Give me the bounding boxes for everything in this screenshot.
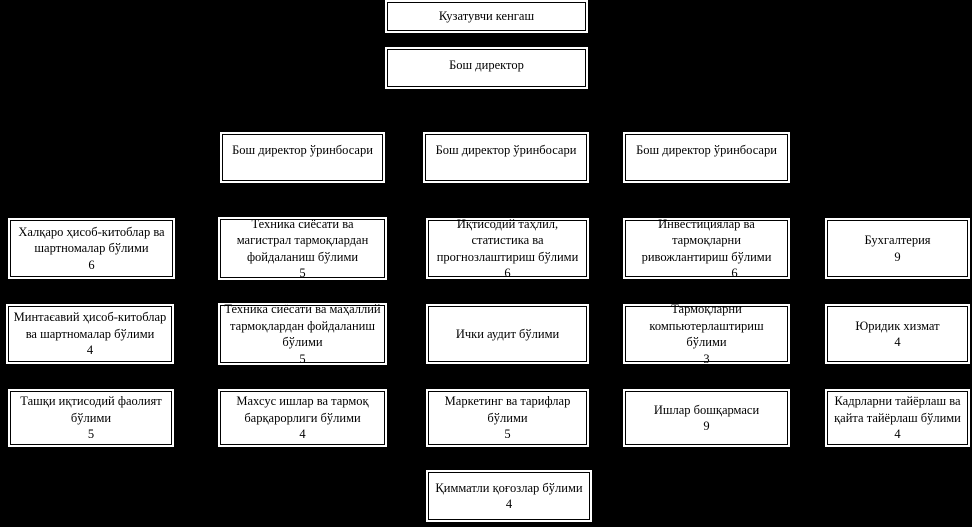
dept-staff-count: 4 [894, 427, 901, 442]
org-box-deputy-director-2: Бош директор ўринбосари [425, 134, 587, 181]
org-box-personnel-training: Кадрларни тайёрлаш ва қайта тайёрлаш бўл… [827, 391, 968, 445]
dept-staff-count: 5 [87, 427, 95, 442]
dept-name: Бухгалтерия [864, 233, 931, 247]
org-box-internal-audit: Ички аудит бўлими [428, 306, 587, 362]
org-box-special-affairs: Махсус ишлар ва тармоқ барқарорлиги бўли… [220, 391, 385, 445]
dept-staff-count: 4 [894, 335, 901, 349]
org-box-tech-policy-trunk: Техника сиёсати ва магистрал тармоқларда… [220, 216, 385, 280]
org-box-supervisory-board: Кузатувчи кенгаш [387, 2, 586, 31]
org-box-accounting: Бухгалтерия 9 [827, 220, 968, 277]
dept-staff-count: 6 [504, 266, 511, 280]
dept-name: Ички аудит бўлими [455, 326, 560, 341]
org-box-label: Бош директор ўринбосари [232, 143, 373, 157]
dept-staff-count: 5 [299, 266, 306, 280]
dept-staff-count: 4 [86, 343, 94, 358]
org-box-general-director: Бош директор [387, 49, 586, 87]
org-box-affairs-administration: Ишлар бошқармаси 9 [625, 391, 788, 445]
dept-name: Ишлар бошқармаси [653, 402, 760, 417]
dept-name: Маркетинг ва тарифлар бўлими [444, 394, 571, 425]
org-box-foreign-economic: Ташқи иқтисодий фаолият бўлими 5 [10, 391, 172, 445]
org-box-regional-settlements: Минтаєавий ҳисоб-китоблар ва шартномалар… [8, 306, 172, 362]
dept-name: Кадрларни тайёрлаш ва қайта тайёрлаш бўл… [834, 394, 961, 425]
org-box-intl-settlements: Халқаро ҳисоб-китоблар ва шартномалар бў… [10, 220, 173, 277]
org-box-deputy-director-3: Бош директор ўринбосари [625, 134, 788, 181]
org-box-econ-analysis: Иқтисодий таҳлил, статистика ва прогнозл… [428, 216, 587, 280]
dept-name: Тармоқларни компьютерлаштириш бўлими [649, 302, 764, 349]
dept-name: Халқаро ҳисоб-китоблар ва шартномалар бў… [18, 224, 165, 256]
dept-name: Инвестициялар ва тармоқларни ривожлантир… [641, 216, 772, 264]
dept-name: Махсус ишлар ва тармоқ барқарорлиги бўли… [236, 394, 369, 425]
dept-staff-count: 6 [88, 257, 95, 272]
org-box-label: Бош директор ўринбосари [636, 143, 777, 157]
dept-staff-count: 5 [299, 351, 306, 366]
dept-name: Юридик хизмат [855, 318, 940, 333]
dept-staff-count: 3 [703, 351, 710, 366]
org-box-investments: Инвестициялар ва тармоқларни ривожлантир… [625, 216, 788, 280]
dept-staff-count: 5 [504, 427, 511, 442]
org-box-label: Бош директор [449, 58, 524, 72]
org-box-network-computerization: Тармоқларни компьютерлаштириш бўлими 3 [625, 302, 788, 366]
dept-staff-count: 4 [299, 427, 306, 442]
dept-name: Қимматли қоғозлар бўлими [435, 480, 583, 495]
org-box-tech-policy-local: Техника сиёсати ва маҳаллий тармоқлардан… [220, 302, 385, 366]
dept-name: Минтаєавий ҳисоб-китоблар ва шартномалар… [13, 310, 167, 341]
dept-name: Техника сиёсати ва магистрал тармоқларда… [236, 216, 369, 264]
org-box-securities: Қимматли қоғозлар бўлими 4 [428, 472, 590, 520]
dept-staff-count: 9 [894, 249, 901, 264]
org-box-marketing-tariffs: Маркетинг ва тарифлар бўлими 5 [428, 391, 587, 445]
dept-staff-count: 4 [505, 497, 513, 511]
org-box-label: Кузатувчи кенгаш [438, 9, 535, 24]
org-box-label: Бош директор ўринбосари [435, 143, 577, 157]
dept-name: Иқтисодий таҳлил, статистика ва прогнозл… [436, 216, 579, 264]
org-box-legal-service: Юридик хизмат 4 [827, 306, 968, 362]
dept-name: Техника сиёсати ва маҳаллий тармоқлардан… [224, 302, 381, 349]
dept-staff-count: 9 [703, 419, 710, 433]
org-box-deputy-director-1: Бош директор ўринбосари [222, 134, 383, 181]
dept-staff-count: 6 [731, 266, 738, 280]
dept-name: Ташқи иқтисодий фаолият бўлими [20, 394, 162, 425]
